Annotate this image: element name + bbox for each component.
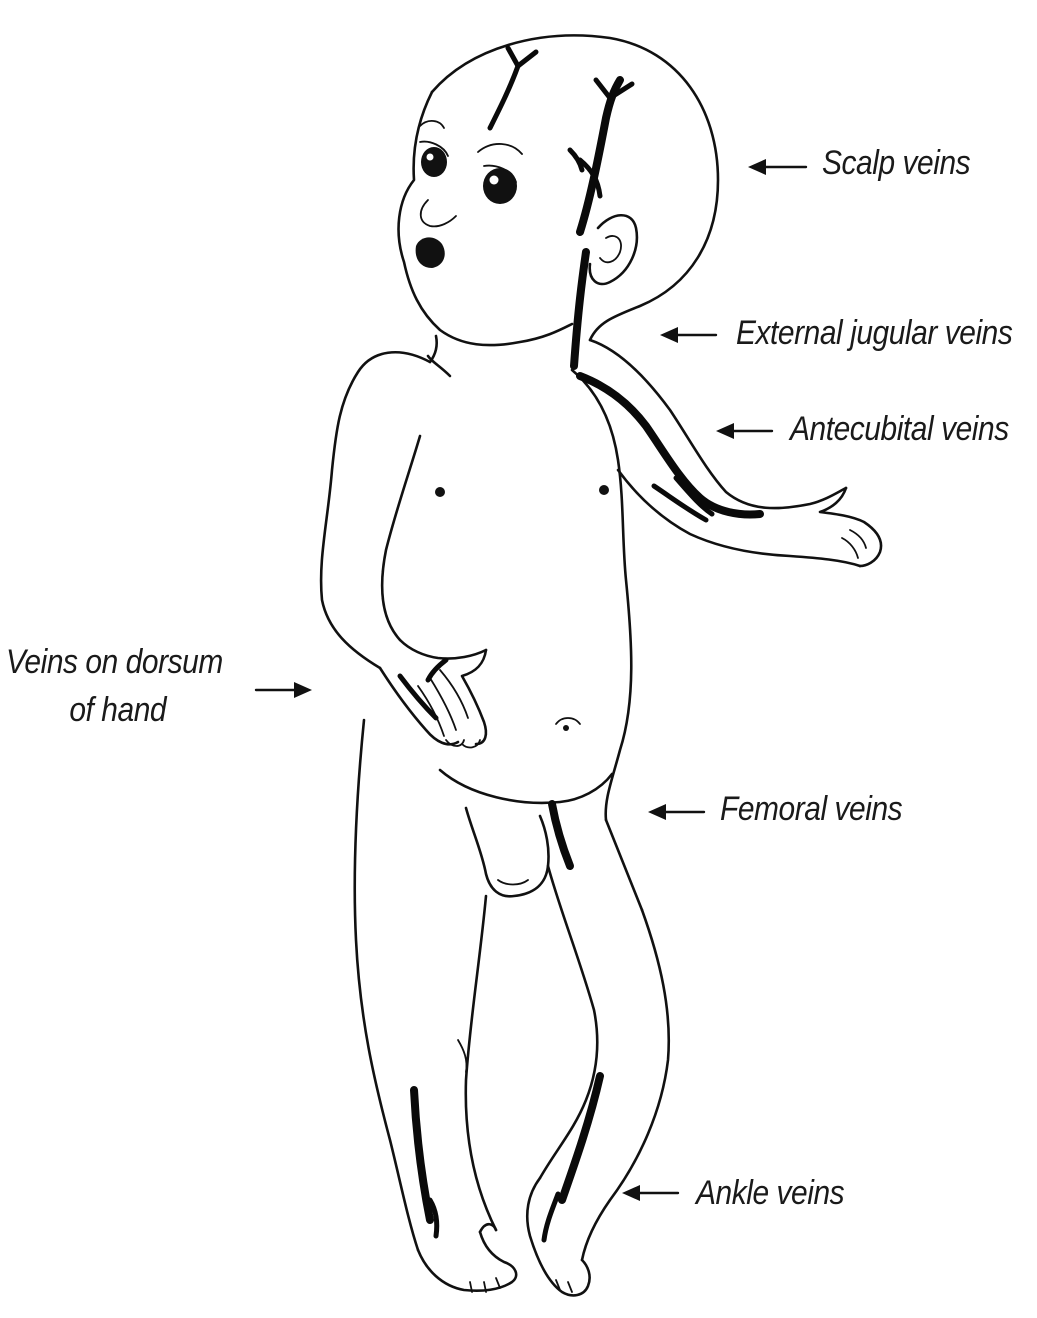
annotation-arrows xyxy=(254,159,808,1201)
pelvis xyxy=(464,800,644,912)
scalp-vein-left xyxy=(487,63,521,131)
navel xyxy=(555,717,581,725)
right-foot xyxy=(526,1176,591,1297)
arrow-femoral-veins xyxy=(648,804,706,820)
left-foot xyxy=(416,1230,518,1293)
mouth xyxy=(415,237,445,268)
torso xyxy=(319,350,633,822)
arrow-antecubital-veins xyxy=(716,423,774,439)
hand-on-belly xyxy=(378,638,488,749)
femoral-vein xyxy=(548,800,574,870)
label-veins-on-dorsum-of-hand: Veins on dorsum of hand xyxy=(6,638,223,734)
ear xyxy=(588,213,639,286)
feet xyxy=(416,1176,591,1297)
arrow-ankle-veins xyxy=(622,1185,680,1201)
arrow-scalp-veins xyxy=(748,159,808,175)
label-scalp-veins: Scalp veins xyxy=(822,144,971,182)
label-dorsum-line2: of hand xyxy=(69,691,167,729)
antecubital-vein xyxy=(576,372,764,519)
right-eye xyxy=(483,168,517,204)
arrow-veins-on-dorsum xyxy=(254,682,312,698)
label-femoral-veins: Femoral veins xyxy=(720,790,903,828)
left-eye xyxy=(421,147,447,177)
extended-arm xyxy=(576,338,883,568)
dorsum-hand-vein xyxy=(397,673,439,721)
label-dorsum-line1: Veins on dorsum xyxy=(6,643,223,681)
ankle-vein-left xyxy=(410,1086,434,1224)
arrow-external-jugular-veins xyxy=(660,327,718,343)
nipple-left xyxy=(435,487,445,497)
external-jugular-vein xyxy=(570,248,590,370)
label-ankle-veins: Ankle veins xyxy=(696,1174,845,1212)
legs xyxy=(353,718,671,1262)
ankle-vein-right xyxy=(558,1072,604,1204)
nipple-right xyxy=(599,485,609,495)
head xyxy=(397,34,720,347)
label-antecubital-veins: Antecubital veins xyxy=(790,410,1009,448)
label-external-jugular-veins: External jugular veins xyxy=(736,314,1013,352)
nose xyxy=(419,199,457,228)
scalp-vein-right xyxy=(576,76,624,236)
neck xyxy=(428,248,590,370)
